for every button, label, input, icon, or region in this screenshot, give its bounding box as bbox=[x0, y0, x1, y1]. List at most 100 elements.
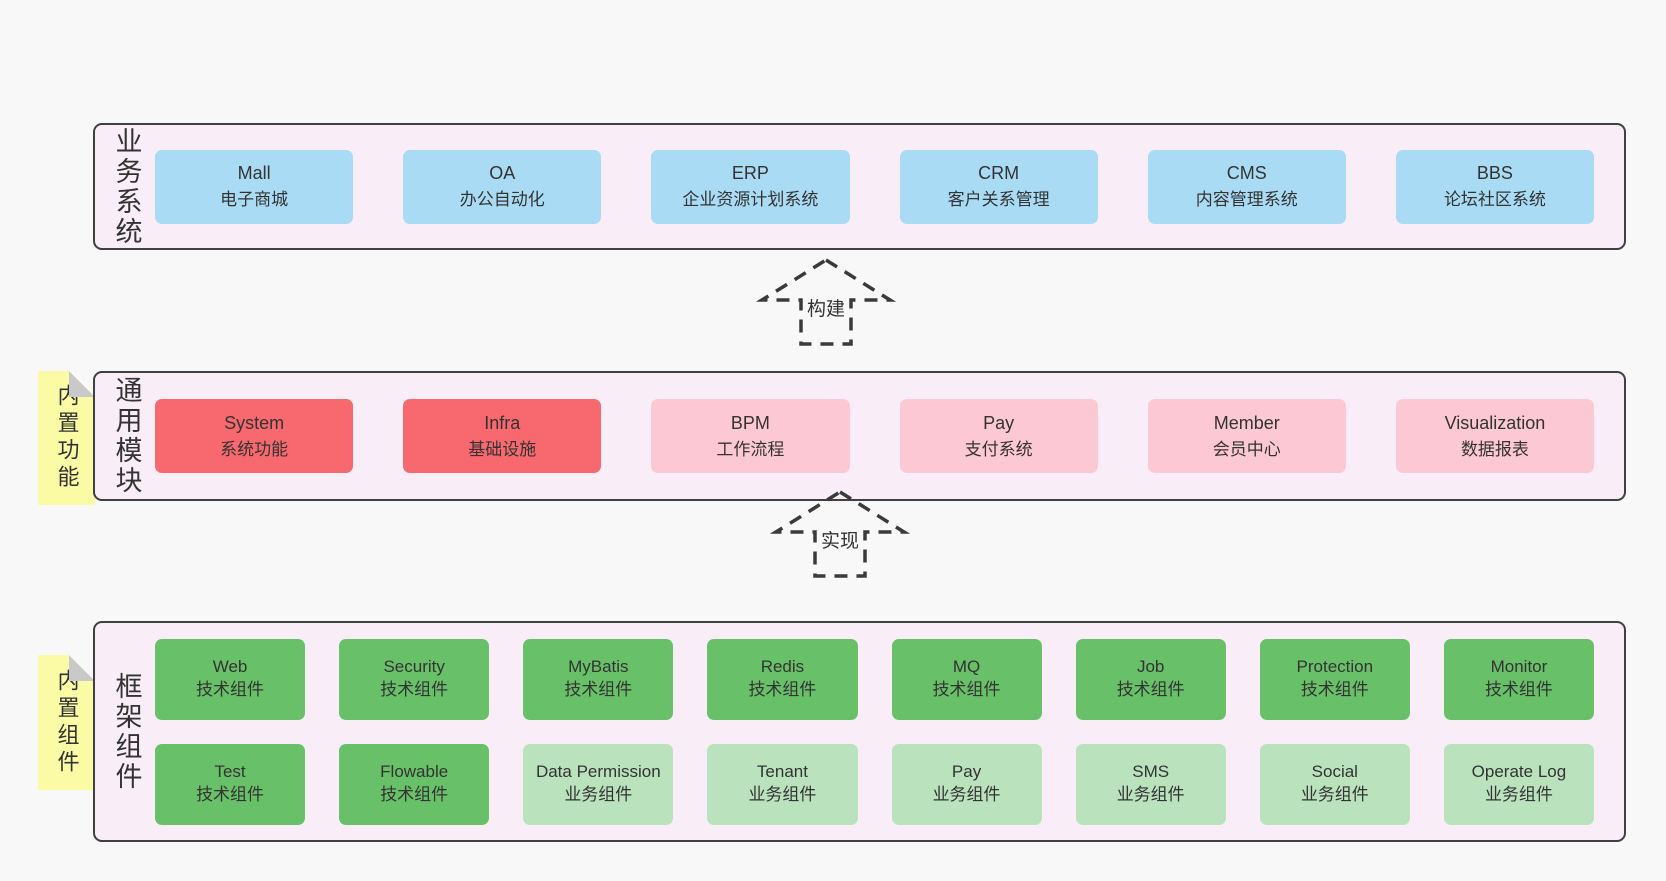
framework-component-box: Test 技术组件 bbox=[155, 743, 306, 825]
box-subtitle: 支付系统 bbox=[964, 439, 1033, 459]
box-title: Mall bbox=[237, 163, 271, 184]
framework-components-row-1: Web 技术组件 Security 技术组件 MyBatis 技术组件 bbox=[155, 638, 1594, 720]
framework-component-box: Operate Log 业务组件 bbox=[1443, 743, 1594, 825]
framework-component-box: Flowable 技术组件 bbox=[339, 743, 490, 825]
box-title: Monitor bbox=[1490, 657, 1548, 677]
box-subtitle: 技术组件 bbox=[380, 680, 449, 699]
framework-component-box: Tenant 业务组件 bbox=[707, 743, 858, 825]
folded-corner-icon bbox=[69, 655, 95, 681]
box-title: Redis bbox=[760, 657, 805, 677]
box-subtitle: 基础设施 bbox=[468, 439, 537, 459]
box-title: Protection bbox=[1296, 657, 1374, 677]
business-system-box: OA 办公自动化 bbox=[403, 149, 602, 224]
box-subtitle: 技术组件 bbox=[196, 785, 265, 804]
box-subtitle: 数据报表 bbox=[1460, 439, 1529, 459]
common-module-box: Member 会员中心 bbox=[1147, 399, 1346, 473]
box-subtitle: 技术组件 bbox=[1300, 680, 1369, 699]
box-subtitle: 技术组件 bbox=[748, 680, 817, 699]
framework-component-box: MyBatis 技术组件 bbox=[523, 638, 674, 720]
box-title: CRM bbox=[978, 163, 1020, 184]
framework-component-box: Social 业务组件 bbox=[1259, 743, 1410, 825]
box-subtitle: 技术组件 bbox=[196, 680, 265, 699]
dashed-up-arrow-icon bbox=[770, 489, 910, 578]
common-module-box: Pay 支付系统 bbox=[899, 399, 1098, 473]
box-subtitle: 技术组件 bbox=[1484, 680, 1553, 699]
framework-component-box: Data Permission 业务组件 bbox=[523, 743, 674, 825]
common-module-box: System 系统功能 bbox=[155, 399, 354, 473]
implement-arrow: 实现 bbox=[770, 488, 910, 580]
folded-corner-icon bbox=[69, 371, 95, 397]
box-title: MQ bbox=[952, 657, 981, 677]
business-system-box: Mall 电子商城 bbox=[155, 149, 354, 224]
sticky-tab-label: 内置功能 bbox=[54, 384, 80, 492]
box-title: Security bbox=[383, 657, 445, 677]
business-system-box: CMS 内容管理系统 bbox=[1147, 149, 1346, 224]
common-module-box: Visualization 数据报表 bbox=[1395, 399, 1595, 473]
box-title: Member bbox=[1213, 412, 1280, 433]
box-title: BPM bbox=[730, 412, 770, 433]
framework-components-row-2: Test 技术组件 Flowable 技术组件 Data Permission … bbox=[155, 743, 1594, 825]
business-system-box: CRM 客户关系管理 bbox=[899, 149, 1098, 224]
framework-component-box: Redis 技术组件 bbox=[707, 638, 858, 720]
implement-arrow-label: 实现 bbox=[817, 526, 863, 553]
business-systems-row: Mall 电子商城 OA 办公自动化 ERP 企业资源计划系统 CRM 客户关系… bbox=[149, 125, 1624, 248]
box-title: Operate Log bbox=[1471, 762, 1567, 782]
sticky-tab-label: 内置组件 bbox=[54, 668, 80, 777]
dashed-up-arrow-icon bbox=[756, 257, 896, 346]
box-title: System bbox=[224, 412, 285, 433]
box-title: Flowable bbox=[380, 762, 449, 782]
common-module-box: Infra 基础设施 bbox=[403, 399, 602, 473]
build-arrow: 构建 bbox=[756, 256, 896, 348]
framework-component-box: Web 技术组件 bbox=[155, 638, 306, 720]
box-subtitle: 技术组件 bbox=[564, 680, 633, 699]
common-module-box: BPM 工作流程 bbox=[651, 399, 850, 473]
box-subtitle: 客户关系管理 bbox=[947, 190, 1050, 210]
box-subtitle: 技术组件 bbox=[932, 680, 1001, 699]
band-common-modules: 通用模块 System 系统功能 Infra 基础设施 BPM 工作流程 bbox=[93, 371, 1626, 501]
box-title: Tenant bbox=[756, 762, 808, 782]
box-subtitle: 会员中心 bbox=[1212, 439, 1281, 459]
box-subtitle: 内容管理系统 bbox=[1195, 190, 1298, 210]
box-subtitle: 电子商城 bbox=[220, 190, 289, 210]
box-subtitle: 技术组件 bbox=[380, 785, 449, 804]
box-subtitle: 业务组件 bbox=[932, 785, 1001, 804]
framework-component-box: Monitor 技术组件 bbox=[1443, 638, 1594, 720]
box-subtitle: 工作流程 bbox=[716, 439, 785, 459]
box-title: SMS bbox=[1132, 762, 1170, 782]
box-subtitle: 业务组件 bbox=[1484, 785, 1553, 804]
sticky-tab-built-in-features: 内置功能 bbox=[38, 371, 95, 505]
box-title: Test bbox=[214, 762, 246, 782]
box-subtitle: 业务组件 bbox=[1116, 785, 1185, 804]
box-subtitle: 办公自动化 bbox=[459, 190, 545, 210]
sticky-tab-built-in-components: 内置组件 bbox=[38, 655, 95, 790]
box-title: OA bbox=[489, 163, 516, 184]
band-business-systems: 业务系统 Mall 电子商城 OA 办公自动化 ERP 企业资源计划系统 bbox=[93, 123, 1626, 250]
box-subtitle: 论坛社区系统 bbox=[1443, 190, 1546, 210]
band-business-systems-label: 业务系统 bbox=[111, 126, 142, 247]
band-common-modules-label: 通用模块 bbox=[111, 376, 142, 496]
box-title: Social bbox=[1311, 762, 1358, 782]
box-title: CMS bbox=[1226, 163, 1267, 184]
business-system-box: ERP 企业资源计划系统 bbox=[651, 149, 850, 224]
box-title: ERP bbox=[731, 163, 769, 184]
box-title: Pay bbox=[983, 412, 1015, 433]
box-subtitle: 业务组件 bbox=[564, 785, 633, 804]
box-title: BBS bbox=[1476, 163, 1513, 184]
framework-component-box: Security 技术组件 bbox=[339, 638, 490, 720]
box-title: Visualization bbox=[1444, 412, 1546, 433]
box-title: Web bbox=[212, 657, 248, 677]
band-framework-components-label: 框架组件 bbox=[111, 671, 142, 792]
box-title: Data Permission bbox=[535, 762, 661, 782]
box-title: Infra bbox=[484, 412, 521, 433]
business-system-box: BBS 论坛社区系统 bbox=[1395, 149, 1595, 224]
framework-component-box: Pay 业务组件 bbox=[891, 743, 1042, 825]
build-arrow-label: 构建 bbox=[803, 294, 849, 321]
framework-component-box: Job 技术组件 bbox=[1075, 638, 1226, 720]
box-title: MyBatis bbox=[568, 657, 629, 677]
box-subtitle: 业务组件 bbox=[748, 785, 817, 804]
box-subtitle: 技术组件 bbox=[1116, 680, 1185, 699]
box-title: Job bbox=[1136, 657, 1165, 677]
box-subtitle: 系统功能 bbox=[220, 439, 289, 459]
framework-components-grid: Web 技术组件 Security 技术组件 MyBatis 技术组件 bbox=[149, 623, 1624, 840]
common-modules-row: System 系统功能 Infra 基础设施 BPM 工作流程 Pay 支付系统 bbox=[149, 373, 1624, 499]
